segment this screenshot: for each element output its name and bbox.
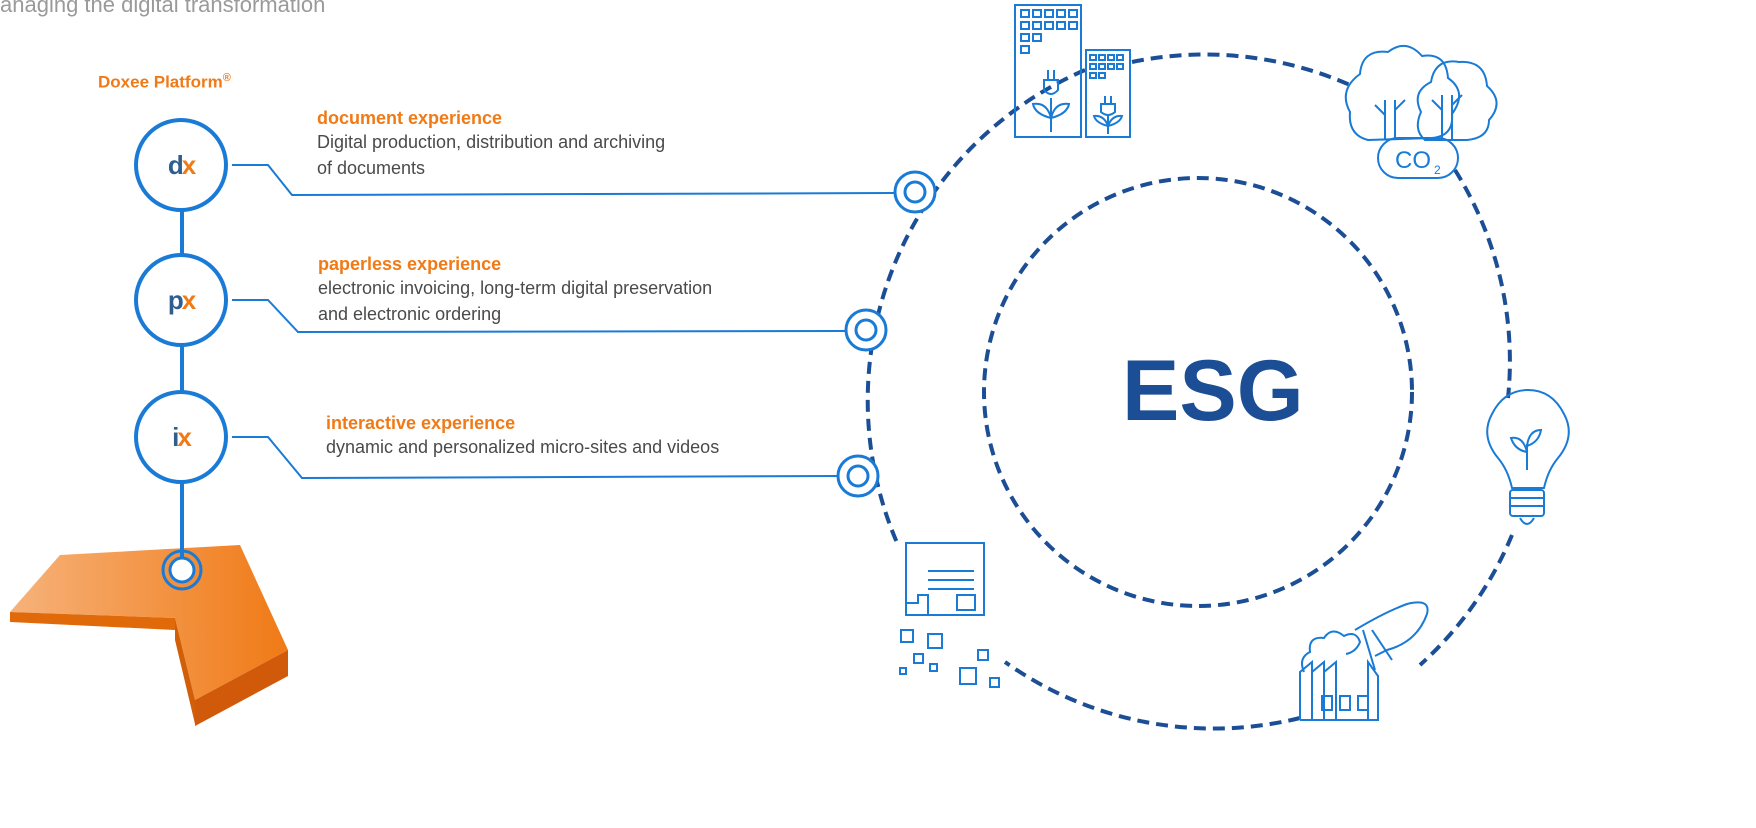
outer-dashed-circle-top xyxy=(1131,52,1351,87)
connector-line-px xyxy=(232,299,847,334)
outer-dashed-circle-right-low xyxy=(1418,534,1514,667)
ring-node-px xyxy=(844,308,888,352)
esg-label: ESG xyxy=(1122,343,1304,439)
co2-subscript: 2 xyxy=(1434,163,1441,177)
node-px: px xyxy=(134,253,228,347)
registered-mark: ® xyxy=(222,72,231,84)
orange-platform-block xyxy=(10,545,288,726)
co2-label: CO xyxy=(1395,147,1431,174)
outer-dashed-circle xyxy=(865,68,1086,546)
lightbulb-leaf-icon xyxy=(1486,388,1570,525)
product-desc-line1: electronic invoicing, long-term digital … xyxy=(318,278,713,298)
platform-title: Doxee Platform® xyxy=(98,72,231,93)
product-block-ix: interactive experience dynamic and perso… xyxy=(326,413,719,460)
outer-dashed-circle-right xyxy=(1453,168,1512,399)
factory-net-icon xyxy=(1299,601,1429,721)
outer-dashed-circle-bottom xyxy=(1003,660,1301,731)
product-title: interactive experience xyxy=(326,413,516,433)
spine-end-dot xyxy=(168,556,196,584)
product-title: paperless experience xyxy=(318,254,502,274)
inner-dashed-circle xyxy=(982,176,1414,608)
green-buildings-icon xyxy=(1014,4,1131,138)
page-title: anaging the digital transformation xyxy=(0,0,326,17)
connector-line-dx xyxy=(232,164,897,197)
product-block-dx: document experience Digital production, … xyxy=(317,108,665,181)
spine-end-ring xyxy=(161,549,203,591)
product-title: document experience xyxy=(317,108,503,128)
connector-line-ix xyxy=(232,436,841,480)
ring-node-dx xyxy=(893,170,937,214)
trees-co2-icon: CO 2 xyxy=(1344,45,1498,179)
ix-logo: ix xyxy=(172,421,192,452)
product-desc-line1: dynamic and personalized micro-sites and… xyxy=(326,437,720,457)
product-desc-line2: of documents xyxy=(317,158,426,178)
ring-node-ix xyxy=(836,454,880,498)
node-ix: ix xyxy=(134,390,228,484)
node-dx: dx xyxy=(134,118,228,212)
dx-logo: dx xyxy=(167,149,196,180)
product-desc-line1: Digital production, distribution and arc… xyxy=(317,132,666,152)
product-desc-line2: and electronic ordering xyxy=(318,304,502,324)
platform-name: Doxee Platform xyxy=(98,72,223,92)
px-logo: px xyxy=(167,284,196,315)
document-digitize-icon xyxy=(899,542,1000,688)
product-block-px: paperless experience electronic invoicin… xyxy=(318,254,712,327)
